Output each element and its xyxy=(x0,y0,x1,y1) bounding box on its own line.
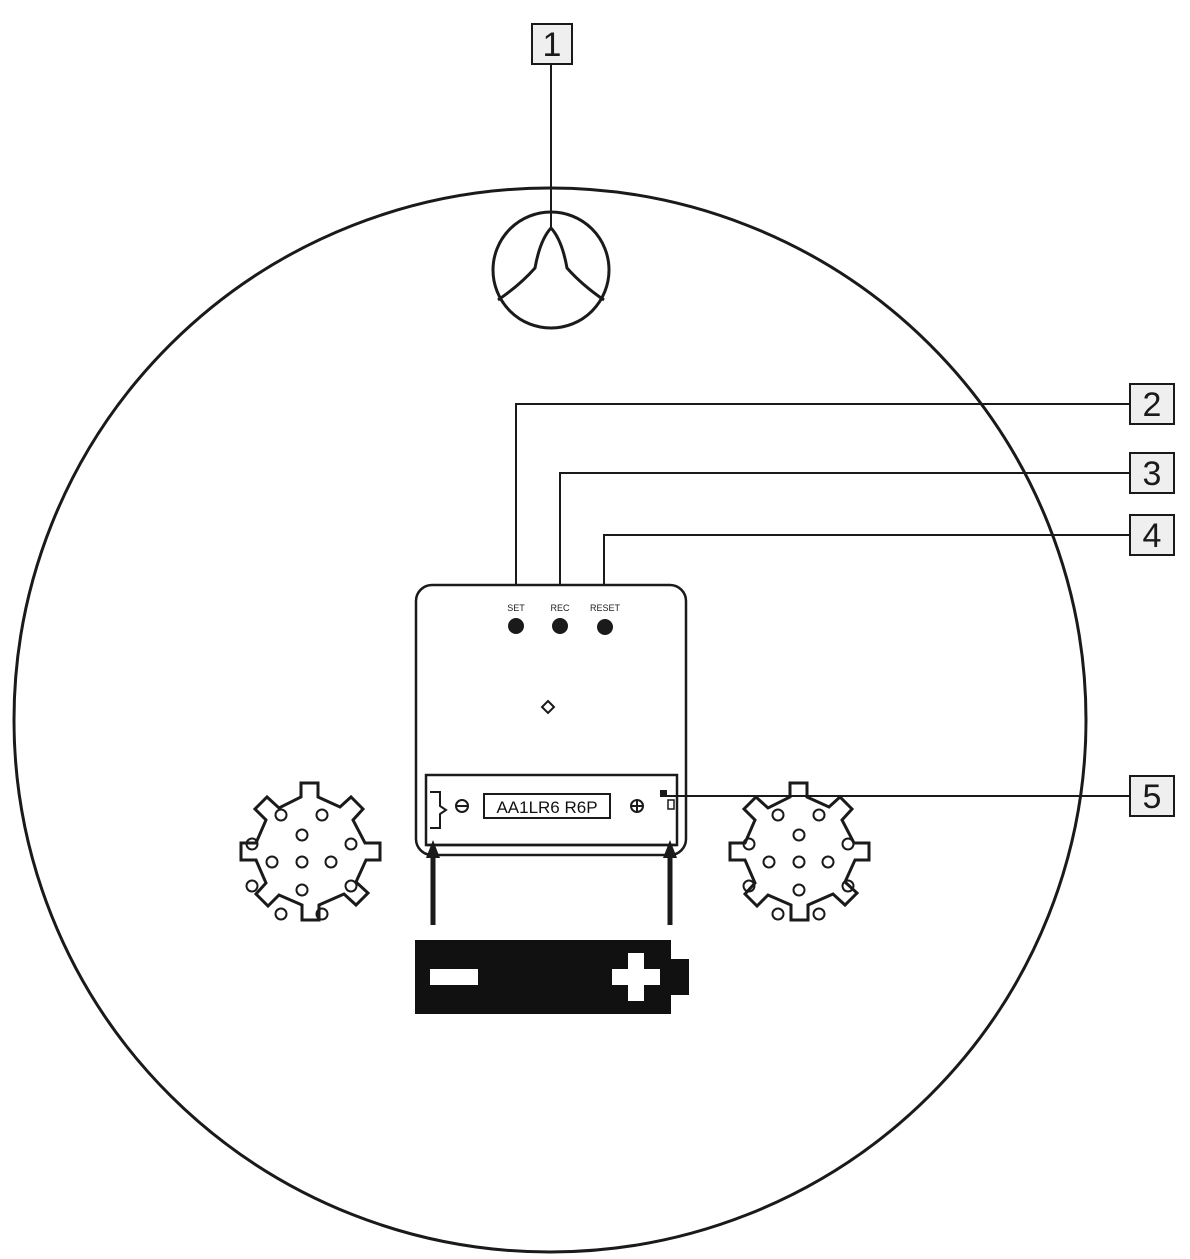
rec-button[interactable] xyxy=(552,618,568,634)
callout-3: 3 xyxy=(559,452,1175,620)
set-button[interactable] xyxy=(508,618,524,634)
insert-arrow-right xyxy=(663,840,677,925)
reset-button[interactable] xyxy=(597,619,613,635)
hanger-keyhole xyxy=(491,210,611,330)
plus-circle-icon xyxy=(630,799,644,813)
battery-type-label: AA1LR6 R6P xyxy=(496,798,597,817)
callout-2: 2 xyxy=(515,383,1175,620)
rec-button-label: REC xyxy=(550,603,570,613)
battery-icon xyxy=(415,940,689,1014)
callout-1: 1 xyxy=(531,23,573,228)
battery-compartment[interactable]: AA1LR6 R6P xyxy=(424,773,679,847)
set-button-label: SET xyxy=(507,603,525,613)
speaker-grille-left xyxy=(239,781,382,922)
callout-4-label: 4 xyxy=(1143,517,1162,555)
center-marker-icon xyxy=(540,699,556,715)
speaker-grille-right xyxy=(728,781,871,922)
reset-button-label: RESET xyxy=(590,603,621,613)
callout-3-label: 3 xyxy=(1143,455,1162,493)
callout-5: 5 xyxy=(667,775,1175,817)
callout-4: 4 xyxy=(603,514,1175,620)
minus-circle-icon xyxy=(455,799,469,813)
callout-1-label: 1 xyxy=(543,26,562,64)
callout-2-label: 2 xyxy=(1143,386,1162,424)
callout-5-label: 5 xyxy=(1143,778,1162,816)
insert-arrow-left xyxy=(426,840,440,925)
